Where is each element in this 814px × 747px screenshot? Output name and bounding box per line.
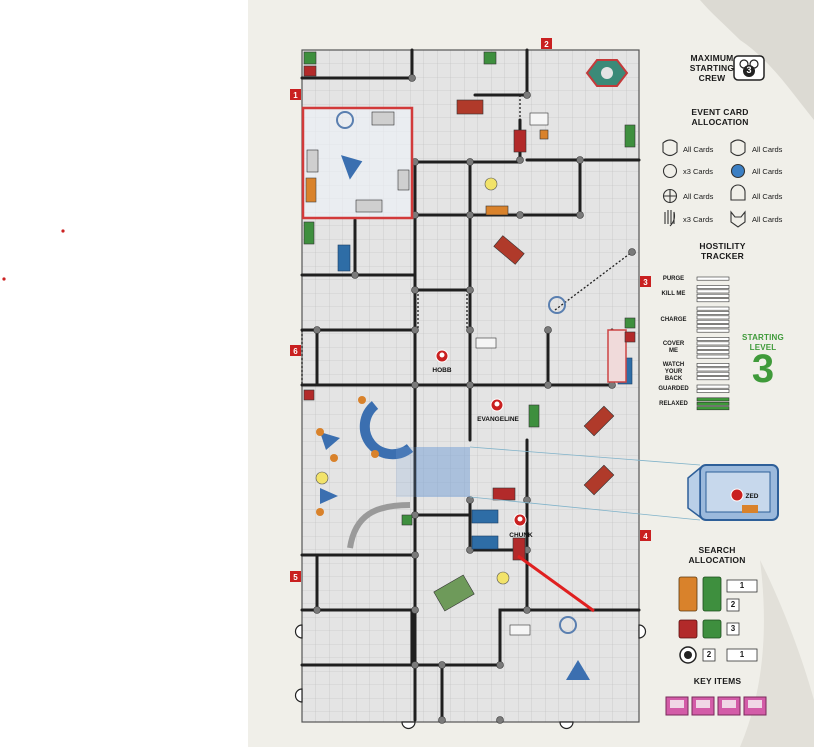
hostility-bar bbox=[696, 306, 730, 311]
hostility-bar bbox=[696, 363, 730, 367]
spawn-marker-4: 4 bbox=[640, 530, 651, 541]
search-cards bbox=[678, 576, 722, 664]
character-name: HOBB bbox=[432, 367, 451, 374]
svg-text:1: 1 bbox=[293, 91, 298, 100]
highlight-zone bbox=[416, 447, 470, 497]
hostility-bar bbox=[696, 397, 730, 402]
hostility-level-label: PURGE bbox=[662, 275, 685, 282]
hostility-bar bbox=[696, 328, 730, 333]
starting-level-value: 3 bbox=[751, 347, 775, 391]
hostility-title: HOSTILITY TRACKER bbox=[699, 241, 746, 261]
event-card-row-2-right: All Cards bbox=[752, 167, 783, 176]
search-value: 1 bbox=[739, 650, 745, 659]
hostility-bar bbox=[696, 389, 730, 393]
spawn-marker-5: 5 bbox=[290, 571, 301, 582]
blue-triangle-token bbox=[340, 155, 363, 180]
head-outline-icon bbox=[662, 163, 678, 179]
hostility-bars bbox=[696, 276, 730, 411]
search-value: 1 bbox=[739, 581, 745, 590]
horned-skull-icon bbox=[730, 210, 746, 228]
character-name: CHUNK bbox=[509, 532, 533, 539]
character-name: ZED bbox=[746, 493, 759, 500]
alien-face-icon bbox=[662, 139, 678, 157]
hostility-level-label: RELAXED bbox=[659, 400, 688, 407]
event-card-row-3-left: All Cards bbox=[683, 192, 714, 201]
search-value: 2 bbox=[706, 650, 712, 659]
hostility-bar bbox=[696, 406, 730, 411]
event-card-row-4-right: All Cards bbox=[752, 215, 783, 224]
red-path bbox=[517, 554, 595, 613]
crew-icon bbox=[733, 55, 765, 81]
svg-text:4: 4 bbox=[643, 532, 648, 541]
max-crew-value: 3 bbox=[746, 65, 752, 75]
hostility-level-label: CHARGE bbox=[660, 316, 687, 323]
search-value: 3 bbox=[730, 624, 736, 633]
hostility-bar bbox=[696, 315, 730, 320]
spawn-marker-3: 3 bbox=[640, 276, 651, 287]
hostility-bar bbox=[696, 345, 730, 350]
hostility-bar bbox=[696, 376, 730, 381]
character-name: EVANGELINE bbox=[477, 416, 519, 423]
event-card-row-2-left: x3 Cards bbox=[683, 167, 714, 176]
hostility-level-label: KILL ME bbox=[661, 290, 686, 297]
hostility-bar bbox=[696, 354, 730, 359]
hostility-bar bbox=[696, 337, 730, 341]
hostility-bar bbox=[696, 276, 730, 281]
character-chunk[interactable]: CHUNK bbox=[509, 513, 533, 539]
hostility-bar bbox=[696, 401, 730, 406]
hostility-bar bbox=[696, 285, 730, 289]
robot-head-icon bbox=[730, 163, 746, 179]
starting-level-label: STARTING LEVEL bbox=[742, 333, 784, 352]
hostility-bar bbox=[696, 324, 730, 329]
crowd-icon bbox=[730, 184, 746, 201]
spawn-marker-1: 1 bbox=[290, 89, 301, 100]
search-value: 2 bbox=[730, 600, 736, 609]
stray-dot bbox=[61, 229, 65, 233]
hostility-bar bbox=[696, 367, 730, 372]
search-title: SEARCH ALLOCATION bbox=[688, 545, 746, 565]
character-evangeline[interactable]: EVANGELINE bbox=[477, 398, 520, 423]
furniture bbox=[303, 51, 636, 680]
hand-icon bbox=[664, 210, 676, 227]
hostility-bar bbox=[696, 293, 730, 298]
character-tokens: HOBB EVANGELINE CHUNK bbox=[432, 349, 533, 539]
event-icons bbox=[662, 139, 746, 228]
event-card-title: EVENT CARD ALLOCATION bbox=[691, 107, 749, 127]
max-crew-title: MAXIMUM STARTING CREW bbox=[689, 53, 735, 83]
search-value-boxes bbox=[702, 579, 758, 662]
zed-vehicle-inset: ZED bbox=[687, 464, 779, 521]
stray-dot bbox=[2, 277, 6, 281]
hostility-bar bbox=[696, 384, 730, 389]
event-card-row-4-left: x3 Cards bbox=[683, 215, 714, 224]
hostility-level-label: GUARDED bbox=[658, 385, 689, 392]
character-zed[interactable] bbox=[730, 488, 744, 502]
hostility-bar bbox=[696, 311, 730, 315]
spawn-marker-2: 2 bbox=[541, 38, 552, 49]
event-card-row-1-left: All Cards bbox=[683, 145, 714, 154]
key-items-title: KEY ITEMS bbox=[693, 676, 742, 686]
hostility-bar bbox=[696, 341, 730, 346]
spawn-markers: 1 2 3 4 5 6 bbox=[290, 38, 651, 582]
hostility-bar bbox=[696, 289, 730, 294]
key-item-cards bbox=[665, 696, 767, 716]
event-card-row-1-right: All Cards bbox=[752, 145, 783, 154]
hostility-bar bbox=[696, 350, 730, 355]
svg-text:5: 5 bbox=[293, 573, 298, 582]
hostility-bar bbox=[696, 319, 730, 324]
svg-text:2: 2 bbox=[544, 40, 549, 49]
hostility-bar bbox=[696, 298, 730, 303]
bearded-face-icon bbox=[730, 139, 746, 157]
event-card-row-3-right: All Cards bbox=[752, 192, 783, 201]
spawn-marker-6: 6 bbox=[290, 345, 301, 356]
hostility-bar bbox=[696, 371, 730, 376]
svg-text:3: 3 bbox=[643, 278, 648, 287]
game-map bbox=[294, 48, 701, 730]
character-hobb[interactable]: HOBB bbox=[432, 349, 452, 374]
svg-text:6: 6 bbox=[293, 347, 298, 356]
